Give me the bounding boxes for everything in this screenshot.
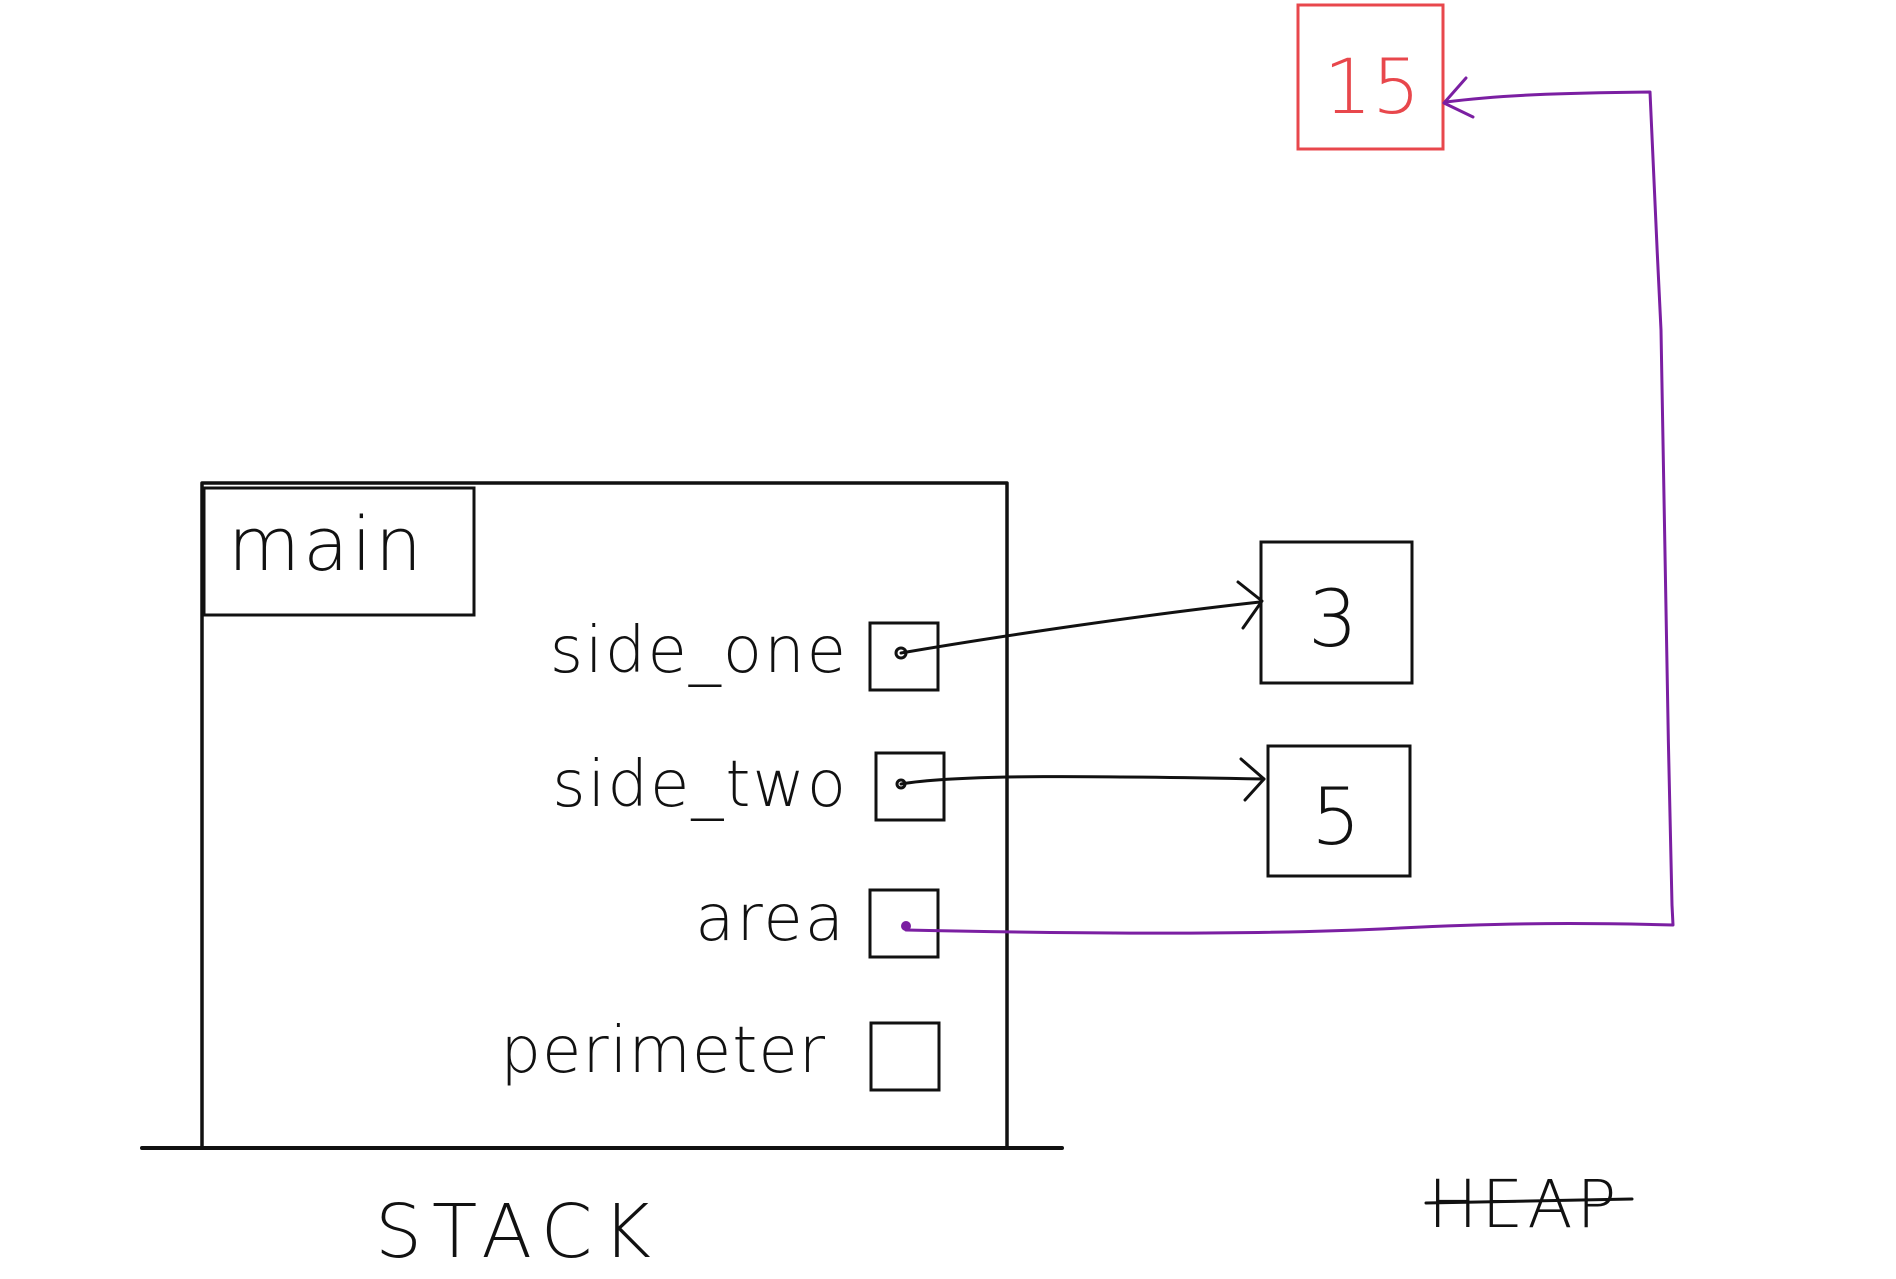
side-two-arrowhead [1239, 757, 1266, 802]
area-arrow [904, 90, 1675, 935]
heap-box-three [1259, 540, 1414, 685]
heap-label: HEAP [1428, 1166, 1620, 1243]
side-two-arrow [899, 775, 1266, 786]
heap-label-strike [1424, 1197, 1634, 1205]
var-side-one-slot [868, 621, 940, 692]
frame-name-box [202, 486, 476, 617]
side-one-arrowhead [1236, 580, 1264, 630]
area-pointer-dot [901, 921, 911, 931]
heap-value-five: 5 [1311, 773, 1361, 863]
frame-name: main [228, 502, 425, 588]
stack-label: STACK [375, 1189, 661, 1275]
var-area-label: area [695, 882, 846, 956]
var-area-slot [868, 888, 940, 959]
heap-box-fifteen [1296, 3, 1445, 151]
heap-box-five [1266, 744, 1412, 878]
var-side-two-slot [874, 751, 946, 822]
heap-value-fifteen: 15 [1324, 42, 1421, 131]
var-side-one-label: side_one [550, 614, 848, 688]
main-frame-box [200, 481, 1009, 1146]
var-perimeter-slot [869, 1021, 941, 1092]
area-arrowhead [1442, 76, 1475, 119]
var-perimeter-label: perimeter [500, 1014, 826, 1088]
var-side-two-label: side_two [552, 748, 848, 822]
side-one-arrow [899, 600, 1262, 655]
heap-value-three: 3 [1308, 575, 1358, 665]
